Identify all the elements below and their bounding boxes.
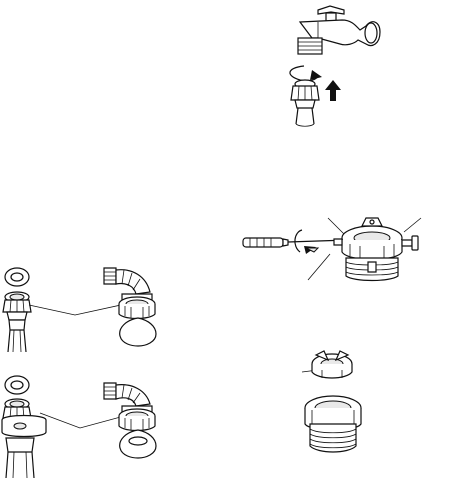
faucet-connection-panel (290, 6, 380, 126)
elbow-fitting-2 (104, 383, 155, 431)
hose-to-elbow-panel-1 (3, 268, 156, 352)
rubber-washer-2 (5, 376, 29, 394)
drain-hose (8, 330, 26, 352)
adapter-clamp-ring (312, 351, 352, 378)
water-drop-shape-2 (120, 430, 156, 458)
rotate-arrow-icon (290, 66, 322, 81)
hose-nut (3, 292, 31, 330)
adapter-screw-panel (243, 218, 421, 281)
water-hose (296, 108, 314, 126)
faucet-handle (318, 6, 344, 21)
leader-line-left (328, 218, 346, 236)
faucet-threaded-spout (298, 38, 322, 54)
hose-coupling-nut (291, 80, 319, 108)
hose-base-collar (2, 416, 46, 479)
adapter-parts-panel (302, 351, 361, 452)
hose-to-elbow-panel-2 (2, 376, 156, 478)
leader-line-2 (40, 413, 128, 428)
up-arrow-icon (325, 80, 341, 101)
faucet-adapter (334, 218, 418, 281)
elbow-fitting (104, 268, 155, 319)
leader-line-bottom (308, 254, 330, 280)
leader-line-right (404, 218, 421, 232)
rubber-washer (5, 268, 29, 286)
leader-line (29, 303, 130, 315)
adapter-threaded-body (305, 396, 361, 452)
water-drop-shape (120, 318, 156, 346)
